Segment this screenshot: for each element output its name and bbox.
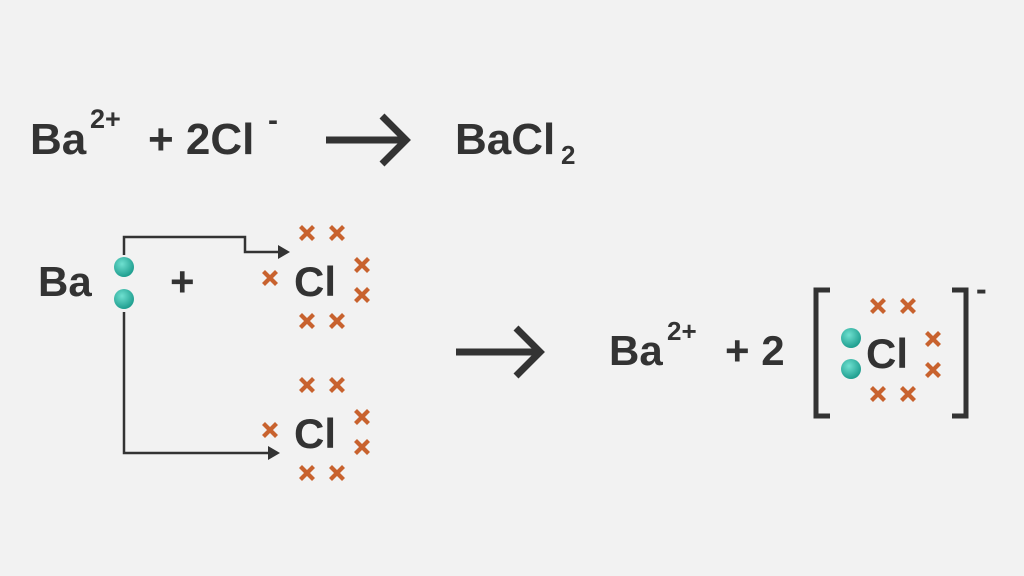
cl-bottom-electron-cross bbox=[331, 467, 344, 480]
right-bracket bbox=[952, 287, 969, 419]
product-ba-label: Ba bbox=[609, 327, 663, 374]
ba-electron-dot-1 bbox=[114, 257, 134, 277]
chloride-label: Cl bbox=[866, 330, 908, 377]
cl-top-electron-cross bbox=[331, 227, 344, 240]
reaction-arrow-icon bbox=[456, 325, 545, 379]
equation-cl-charge: - bbox=[268, 104, 278, 137]
chloride-gained-electron-dot bbox=[841, 328, 861, 348]
cl-atom-bottom: Cl bbox=[264, 379, 369, 480]
cl-bottom-electron-cross bbox=[356, 441, 369, 454]
transfer-arrow-top bbox=[122, 235, 290, 259]
cl-top-electron-cross bbox=[331, 315, 344, 328]
product-bacl-label: BaCl bbox=[455, 115, 555, 164]
cl-bottom-label: Cl bbox=[294, 410, 336, 457]
equation-ba-label: Ba bbox=[30, 115, 87, 164]
cl-bottom-electron-cross bbox=[331, 379, 344, 392]
cl-top-electron-cross bbox=[264, 272, 277, 285]
product-subscript: 2 bbox=[561, 140, 575, 170]
left-bracket bbox=[813, 287, 830, 419]
chloride-electron-cross bbox=[872, 388, 885, 401]
bracket-charge: - bbox=[976, 271, 987, 307]
product-two-label: + 2 bbox=[725, 327, 785, 374]
cl-bottom-electron-cross bbox=[356, 411, 369, 424]
transfer-arrow-bottom bbox=[122, 312, 280, 460]
chloride-electron-cross bbox=[902, 300, 915, 313]
equation-ba-charge: 2+ bbox=[90, 104, 121, 134]
formula-equation: Ba 2+ + 2Cl - BaCl 2 bbox=[30, 104, 575, 170]
cl-bottom-electron-cross bbox=[301, 467, 314, 480]
product-ba-charge: 2+ bbox=[667, 316, 697, 346]
cl-top-label: Cl bbox=[294, 258, 336, 305]
lewis-reactants: Ba + Cl Cl bbox=[38, 227, 369, 480]
lewis-ba-label: Ba bbox=[38, 258, 92, 305]
cl-atom-top: Cl bbox=[264, 227, 369, 328]
chloride-ion: Cl bbox=[841, 300, 940, 401]
equation-two-cl-label: + 2Cl bbox=[148, 115, 254, 164]
lewis-plus-label: + bbox=[170, 258, 195, 305]
ba-electron-dot-2 bbox=[114, 289, 134, 309]
cl-top-electron-cross bbox=[301, 227, 314, 240]
chloride-gained-electron-dot bbox=[841, 359, 861, 379]
cl-top-electron-cross bbox=[356, 259, 369, 272]
chloride-electron-cross bbox=[927, 333, 940, 346]
cl-top-electron-cross bbox=[356, 289, 369, 302]
cl-bottom-electron-cross bbox=[264, 424, 277, 437]
chloride-electron-cross bbox=[872, 300, 885, 313]
chloride-electron-cross bbox=[902, 388, 915, 401]
cl-top-electron-cross bbox=[301, 315, 314, 328]
cl-bottom-electron-cross bbox=[301, 379, 314, 392]
equation-arrow-icon bbox=[326, 113, 411, 167]
chloride-electron-cross bbox=[927, 364, 940, 377]
lewis-product: Ba 2+ + 2 - Cl bbox=[609, 271, 987, 419]
